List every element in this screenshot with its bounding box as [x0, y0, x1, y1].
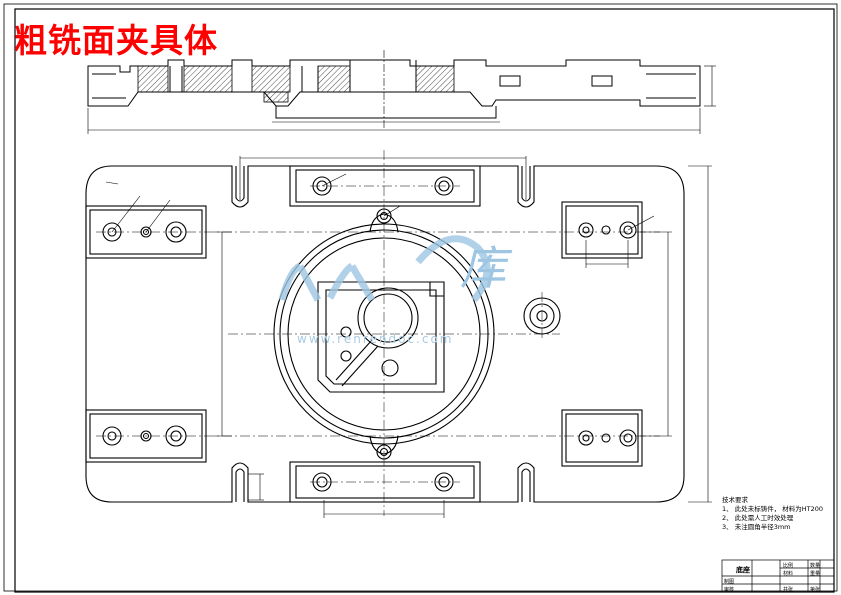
- watermark-logo: [278, 235, 491, 303]
- section-hatching: [137, 65, 455, 103]
- title-block-label: 第张: [810, 587, 821, 593]
- center-lines: [96, 150, 660, 516]
- title-block-label: 重量: [810, 571, 821, 577]
- sheet-border: [3, 3, 838, 592]
- title-block-label: 审核: [724, 587, 735, 593]
- title-block-label: 数量: [810, 563, 821, 569]
- part-name: 底座: [736, 566, 750, 574]
- note-item: 1、 此处未标铸件， 材料为HT200: [722, 505, 824, 513]
- title-block-label: 共张: [783, 587, 794, 593]
- watermark-ku: 库: [460, 241, 506, 295]
- notes-heading: 技术要求: [722, 496, 748, 504]
- plan-dimensions: [105, 156, 712, 518]
- frame-border: [14, 8, 835, 593]
- title-block: [721, 559, 835, 593]
- section-view: [87, 59, 701, 119]
- title-block-label: 比例: [783, 563, 794, 569]
- note-item: 2、 此处需人工时效处理: [722, 514, 794, 522]
- title-block-label: 制图: [724, 579, 735, 585]
- watermark-url: www.renrendoc.com: [297, 332, 454, 346]
- page-title: 粗铣面夹具体: [14, 21, 218, 60]
- section-dimensions: [87, 50, 716, 134]
- technical-notes: 技术要求 1、 此处未标铸件， 材料为HT200 2、 此处需人工时效处理 3、…: [722, 496, 823, 532]
- note-item: 3、 未注圆角半径3mm: [722, 523, 791, 531]
- title-block-label: 材料: [783, 571, 794, 577]
